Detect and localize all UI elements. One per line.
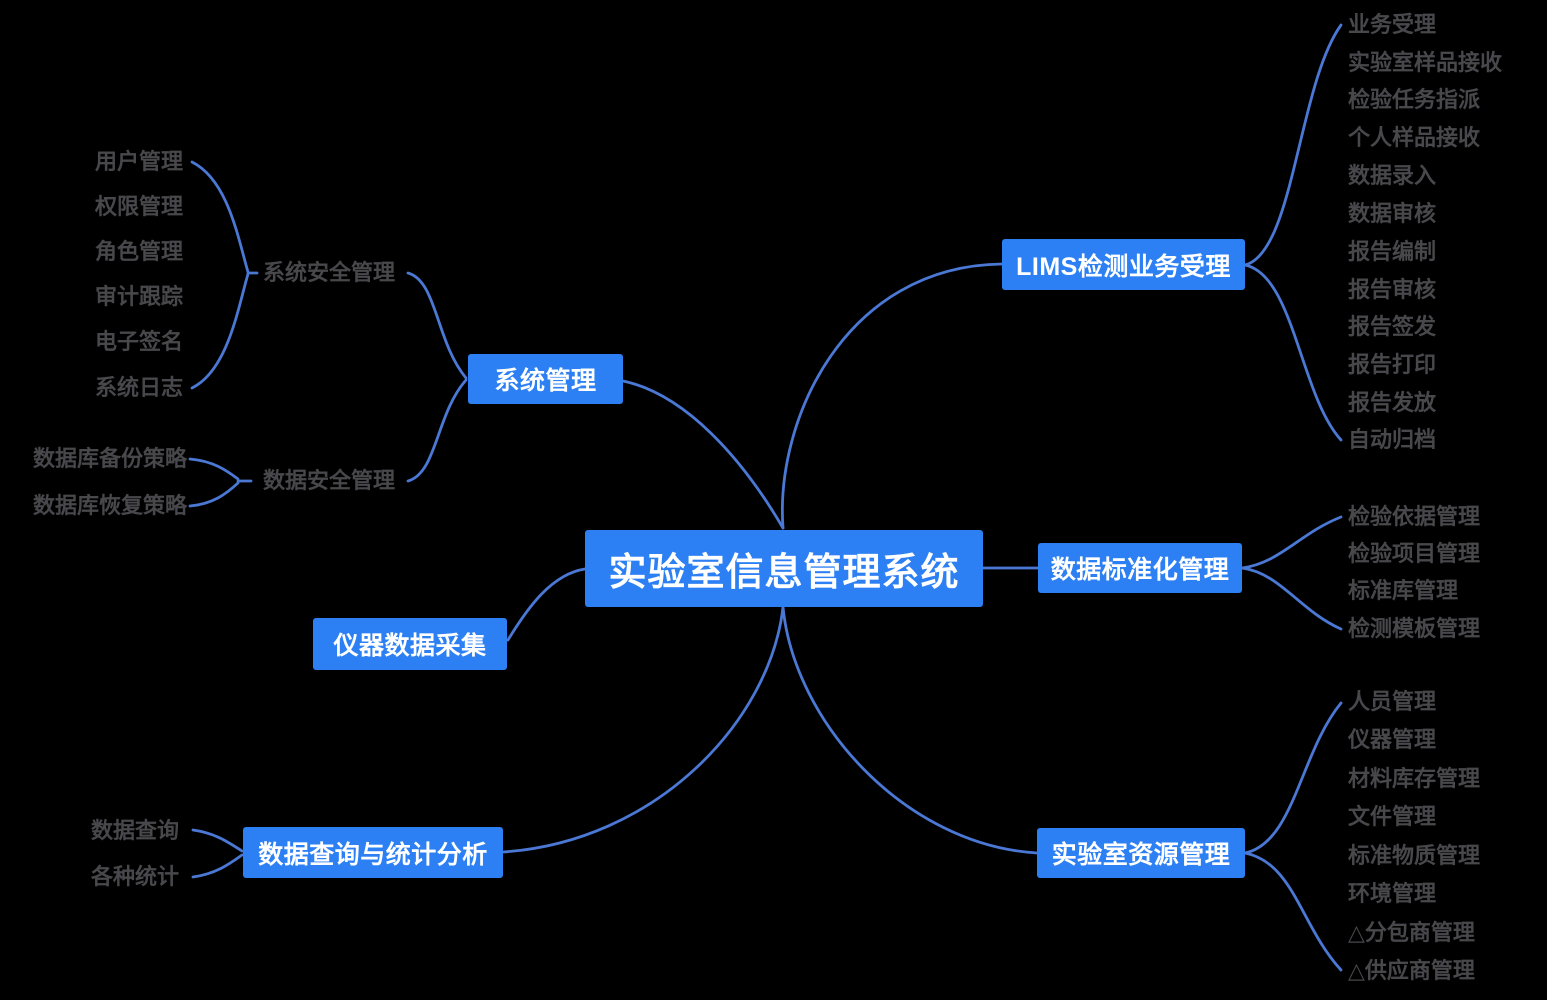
connector — [188, 481, 240, 508]
branch-node-system-management[interactable]: 系统管理 — [468, 354, 623, 404]
center-node[interactable]: 实验室信息管理系统 — [585, 530, 983, 607]
connector — [191, 853, 244, 879]
leaf-lims-7[interactable]: 报告审核 — [1348, 276, 1437, 302]
connector — [191, 828, 244, 853]
leaf-query-1[interactable]: 各种统计 — [91, 863, 180, 889]
connector — [780, 262, 1004, 530]
leaf-syssec-4[interactable]: 电子签名 — [95, 328, 184, 354]
leaf-lims-3[interactable]: 个人样品接收 — [1348, 124, 1481, 150]
connector — [501, 605, 785, 854]
leaf-lims-9[interactable]: 报告打印 — [1348, 351, 1437, 377]
branch-node-lab-resources[interactable]: 实验室资源管理 — [1037, 828, 1245, 878]
leaf-res-3[interactable]: 文件管理 — [1348, 803, 1437, 829]
leaf-res-6[interactable]: △分包商管理 — [1348, 919, 1475, 945]
connector — [506, 567, 587, 642]
branch-node-lims-business[interactable]: LIMS检测业务受理 — [1002, 239, 1245, 290]
leaf-std-3[interactable]: 检测模板管理 — [1348, 615, 1481, 641]
leaf-res-0[interactable]: 人员管理 — [1348, 688, 1437, 714]
connector — [1240, 566, 1343, 631]
connector — [190, 272, 250, 390]
branch-node-data-standardization[interactable]: 数据标准化管理 — [1038, 543, 1242, 593]
leaf-res-1[interactable]: 仪器管理 — [1348, 726, 1437, 752]
leaf-syssec-0[interactable]: 用户管理 — [95, 148, 184, 174]
connector — [406, 378, 468, 483]
leaf-lims-5[interactable]: 数据审核 — [1348, 200, 1437, 226]
leaf-syssec-1[interactable]: 权限管理 — [95, 193, 184, 219]
connector — [781, 605, 1039, 855]
leaf-syssec-5[interactable]: 系统日志 — [95, 374, 184, 400]
leaf-lims-6[interactable]: 报告编制 — [1348, 238, 1437, 264]
branch-node-instrument-data[interactable]: 仪器数据采集 — [313, 618, 507, 670]
leaf-res-7[interactable]: △供应商管理 — [1348, 957, 1475, 983]
connector — [406, 271, 468, 380]
leaf-syssec-2[interactable]: 角色管理 — [95, 238, 184, 264]
subnode-data-security[interactable]: 数据安全管理 — [263, 467, 396, 493]
connector — [621, 379, 785, 530]
leaf-res-4[interactable]: 标准物质管理 — [1348, 842, 1481, 868]
connector — [1243, 263, 1343, 442]
branch-node-query-statistics[interactable]: 数据查询与统计分析 — [243, 827, 503, 878]
leaf-lims-1[interactable]: 实验室样品接收 — [1348, 49, 1503, 75]
leaf-std-0[interactable]: 检验依据管理 — [1348, 503, 1481, 529]
leaf-lims-4[interactable]: 数据录入 — [1348, 162, 1437, 188]
connector — [1240, 515, 1343, 570]
connector — [1243, 851, 1343, 972]
leaf-lims-0[interactable]: 业务受理 — [1348, 11, 1437, 37]
leaf-query-0[interactable]: 数据查询 — [91, 817, 180, 843]
leaf-datasec-1[interactable]: 数据库恢复策略 — [33, 492, 188, 518]
leaf-lims-11[interactable]: 自动归档 — [1348, 426, 1437, 452]
leaf-std-1[interactable]: 检验项目管理 — [1348, 540, 1481, 566]
subnode-system-security[interactable]: 系统安全管理 — [263, 259, 396, 285]
leaf-lims-8[interactable]: 报告签发 — [1348, 313, 1437, 339]
leaf-res-5[interactable]: 环境管理 — [1348, 880, 1437, 906]
leaf-lims-10[interactable]: 报告发放 — [1348, 389, 1437, 415]
connector — [188, 457, 240, 481]
leaf-res-2[interactable]: 材料库存管理 — [1348, 765, 1481, 791]
connector — [1243, 23, 1343, 267]
leaf-std-2[interactable]: 标准库管理 — [1348, 577, 1459, 603]
leaf-datasec-0[interactable]: 数据库备份策略 — [33, 445, 188, 471]
leaf-lims-2[interactable]: 检验任务指派 — [1348, 86, 1481, 112]
leaf-syssec-3[interactable]: 审计跟踪 — [95, 283, 184, 309]
connector — [1243, 701, 1343, 855]
connector — [190, 160, 250, 274]
